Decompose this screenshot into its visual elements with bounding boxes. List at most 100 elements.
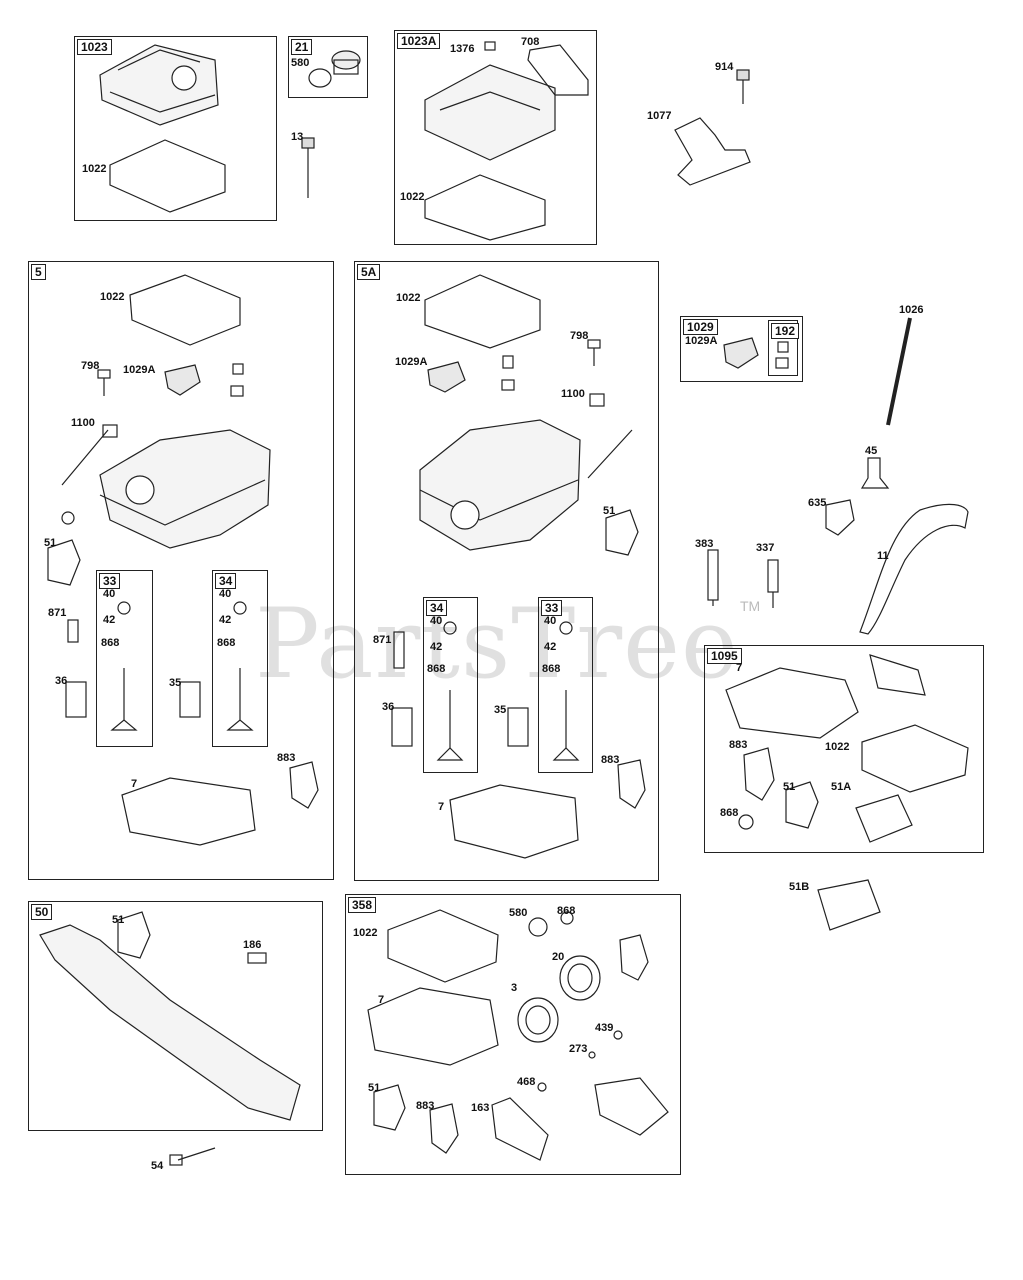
callout-51: 51 [783,781,796,793]
rocker-1029a-a [164,364,201,396]
callout-1022: 1022 [100,291,125,303]
callout-51: 51 [44,537,57,549]
box-33-left: 33 [96,570,153,747]
box-label: 33 [541,600,563,616]
callout-20: 20 [552,951,565,963]
pushrod-tube-b [587,429,633,479]
box-label: 50 [31,904,53,920]
callout-13: 13 [291,131,304,143]
callout-1022: 1022 [82,163,107,175]
callout-42: 42 [219,614,232,626]
gasket-blank-c [594,1077,669,1136]
callout-883: 883 [601,754,620,766]
box-21: 21 [288,36,368,98]
callout-163: 163 [471,1102,490,1114]
callout-868: 868 [427,663,446,675]
callout-35: 35 [169,677,182,689]
intake-manifold-50 [39,924,301,1121]
callout-1029a: 1029A [395,356,428,368]
callout-798: 798 [570,330,589,342]
callout-868: 868 [557,905,576,917]
oring-439 [613,1030,623,1040]
seal-3 [517,997,559,1043]
callout-35: 35 [494,704,507,716]
box-label: 1023A [397,33,441,49]
bolt-13 [301,137,315,198]
box-33-right: 33 [538,597,593,773]
bolt-914 [736,69,750,104]
callout-1100: 1100 [71,417,95,429]
pushrod-tube-a [61,429,109,486]
stud-798-a [97,369,111,396]
bolt-54 [169,1147,216,1166]
valve-cover-1023a [424,64,556,161]
pushrod-1026 [886,317,912,426]
callout-40: 40 [430,615,443,627]
nut-parts-a [230,363,244,397]
pin-871-a [67,619,79,643]
callout-186: 186 [243,939,262,951]
spring-35-b [507,707,529,747]
guide-1100-a [102,424,118,438]
gasket-1022-b [424,174,546,241]
box-label: 192 [771,323,800,339]
callout-439: 439 [595,1022,614,1034]
box-label: 34 [426,600,448,616]
box-label: 5A [357,264,381,280]
callout-51: 51 [603,505,616,517]
callout-871: 871 [373,634,392,646]
guide-1100-b [589,393,605,407]
spring-35-a [179,681,201,718]
callout-7: 7 [378,994,385,1006]
gasket-blank-b [619,934,649,981]
callout-1022: 1022 [825,741,850,753]
box-1029: 1029 [680,316,803,382]
callout-1029a: 1029A [685,335,718,347]
gasket-163 [491,1097,549,1161]
head-gasket-7-c [725,667,859,739]
pin-871-b [393,631,405,669]
callout-1022: 1022 [396,292,421,304]
callout-635: 635 [808,497,827,509]
oring-580-b [528,917,548,937]
box-label: 33 [99,573,121,589]
gasket-883-b [617,759,646,809]
callout-54: 54 [151,1160,164,1172]
callout-580: 580 [509,907,528,919]
cylinder-head-5 [99,429,271,549]
gasket-51a [855,794,913,843]
spring-36-a [65,681,87,718]
gasket-883-a [289,761,319,809]
callout-868: 868 [101,637,120,649]
box-label: 5 [31,264,46,280]
nut-parts-b [501,355,515,391]
callout-273: 273 [569,1043,588,1055]
head-gasket-7-a [121,777,256,846]
box-label: 34 [215,573,237,589]
bracket-1077 [674,117,751,186]
box-34-left: 34 [212,570,268,747]
callout-914: 914 [715,61,734,73]
screw-1376 [484,41,496,51]
gasket-1022-d [424,274,541,349]
callout-383: 383 [695,538,714,550]
gasket-883-d [429,1103,459,1154]
valve-34-left [226,601,254,731]
gasket-1022-f [387,909,499,983]
callout-40: 40 [103,588,116,600]
hose-11 [859,503,969,635]
head-gasket-7-b [449,784,579,859]
gasket-51-c [785,781,819,829]
callout-468: 468 [517,1076,536,1088]
box-5a: 5A [354,261,659,881]
box-1023a: 1023A [394,30,597,245]
callout-868: 868 [720,807,739,819]
gasket-51-a [47,539,81,586]
spark-plug-337 [767,559,779,608]
callout-45: 45 [865,445,878,457]
seal-868-e [738,814,754,830]
rocker-1029a-b [427,361,466,393]
callout-51a: 51A [831,781,852,793]
gasket-blank-a [869,654,926,696]
callout-871: 871 [48,607,67,619]
